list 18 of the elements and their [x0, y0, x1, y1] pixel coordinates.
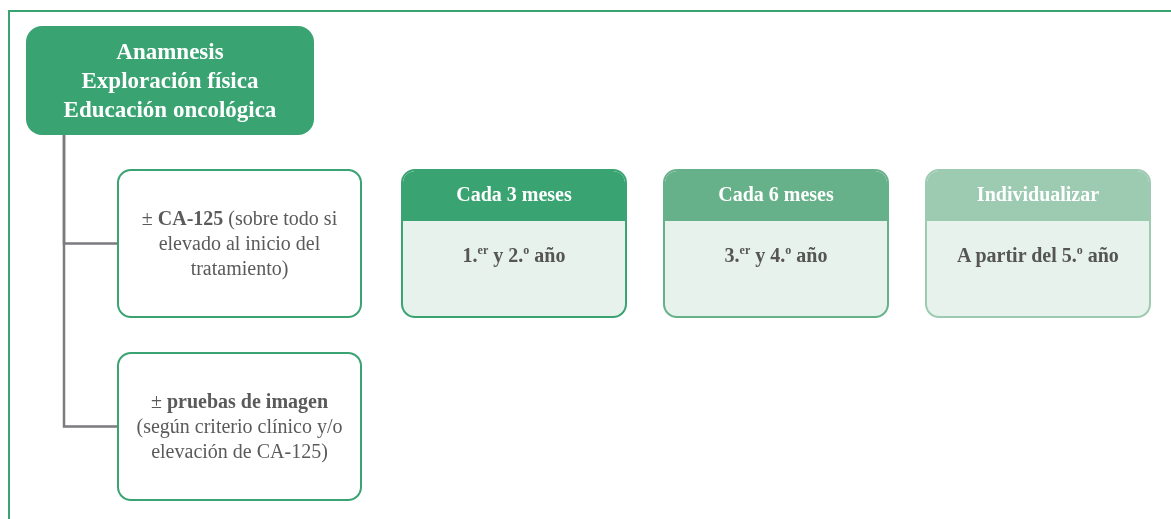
- schedule-card: [663, 169, 889, 318]
- schedule-card: [401, 169, 627, 318]
- test-box: [117, 169, 362, 318]
- heading-text: Anamnesis: [116, 38, 224, 66]
- card-heading: Cada 3 meses: [403, 171, 625, 221]
- connector-line: [62, 135, 117, 428]
- test-description: ± pruebas de imagen (según criterio clínico y/o elevación de CA-125): [135, 389, 344, 464]
- card-heading: Individualizar: [927, 171, 1149, 221]
- heading-text: Educación oncológica: [63, 96, 277, 124]
- heading-text: Exploración física: [81, 67, 259, 95]
- period-text: 1.$^{er}$ y 2.$^{o}$ año: [461, 242, 567, 267]
- card-heading: Cada 6 meses: [665, 171, 887, 221]
- test-box: [117, 352, 362, 501]
- schedule-card: [925, 169, 1151, 318]
- period-text: 3.$^{er}$ y 4.$^{o}$ año: [723, 242, 829, 267]
- test-description: ± CA-125 (sobre todo si elevado al inicio del tratamiento): [140, 206, 339, 281]
- header-box: [26, 26, 314, 135]
- period-text: A partir del 5.$^{o}$ año: [956, 242, 1120, 267]
